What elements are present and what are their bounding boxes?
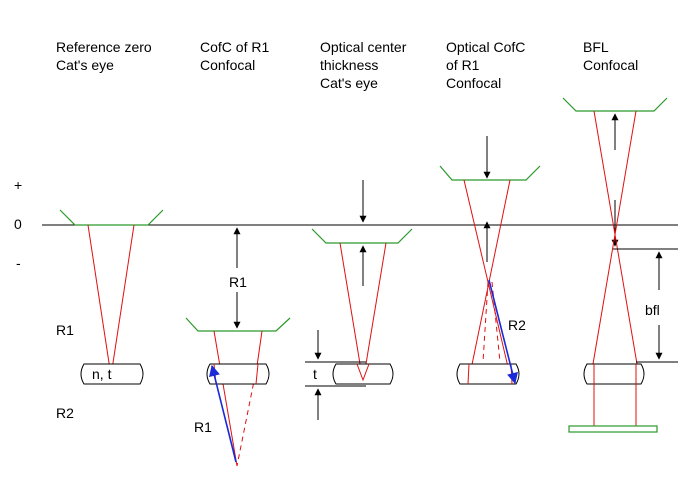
lens-col4 [456,363,520,385]
fixture-col2 [185,317,291,332]
ray-col5-b [592,110,637,365]
ray-col4-in-lens-l [467,363,470,385]
vector-r2-col4 [488,279,518,385]
ray-col4-dashed-left [482,281,489,363]
ray-col1-left [87,224,112,377]
lens-col5 [583,363,645,385]
ray-col3-in-lens [356,363,370,382]
header-optical-center-3: Cat's eye [320,75,378,91]
label-bfl: bfl [645,302,660,318]
label-r2-left: R2 [56,405,74,421]
axis-plus: + [14,177,22,193]
lens-col1-text: n, t [92,366,112,382]
ray-col3-right [362,242,387,383]
header-optical-cofc: Optical CofC [446,39,525,55]
ray-col2-right-dashed [236,365,258,467]
label-r1-col2-lower: R1 [194,419,212,435]
ray-col2-right [256,330,263,367]
axis-zero: 0 [14,216,22,232]
lens-col1 [80,363,144,385]
label-r2-col4: R2 [508,317,526,333]
fixture-col5 [562,97,668,112]
label-r1-col2-upper: R1 [229,274,247,290]
fixture-col1 [59,209,164,226]
header-optical-cofc-2: of R1 [446,57,480,73]
fixture-col3 [311,228,413,244]
vector-r1-col2 [209,364,237,463]
label-r1-left: R1 [56,322,74,338]
ray-col3-left [339,242,364,383]
fixture-col4 [439,165,541,181]
lens-col2 [206,363,270,385]
ray-col2-left [213,330,238,467]
header-cofc-r1-sub: Confocal [200,57,255,73]
header-reference-zero-sub: Cat's eye [56,57,114,73]
ray-col1-right [110,224,135,377]
axis-minus: - [16,255,21,271]
ray-col5-a [593,110,638,365]
lens-col3 [332,363,394,385]
flat-plate-col5 [568,425,658,433]
header-optical-cofc-3: Confocal [446,75,501,91]
header-optical-center-2: thickness [320,57,378,73]
header-optical-center: Optical center [320,39,407,55]
ray-col2-in-lens-right [255,363,259,385]
header-cofc-r1: CofC of R1 [200,39,269,55]
label-t: t [313,366,317,382]
header-bfl-sub: Confocal [583,57,638,73]
header-reference-zero: Reference zero [56,39,152,55]
header-bfl: BFL [583,39,609,55]
